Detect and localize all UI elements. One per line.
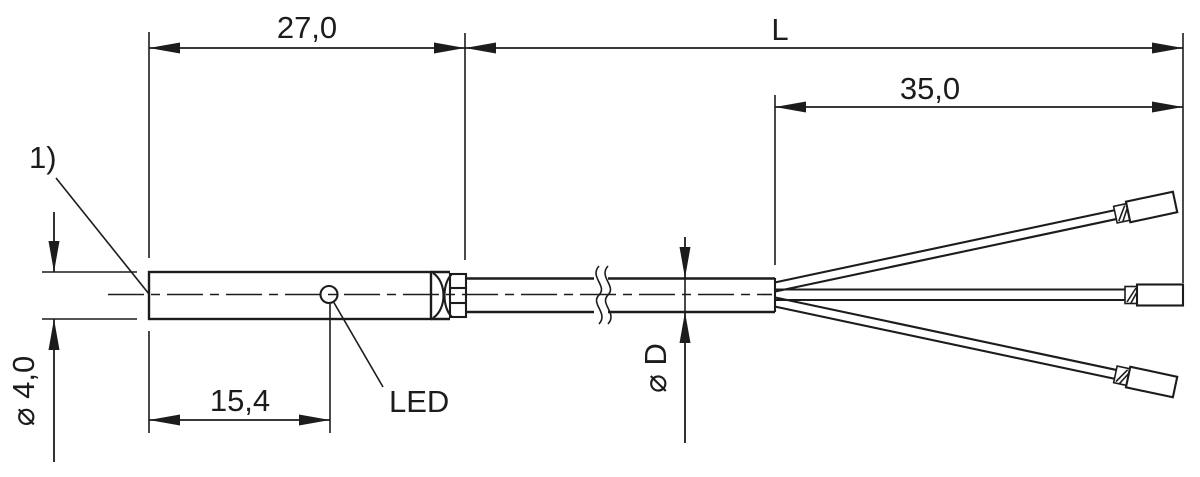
wire-middle xyxy=(775,283,1185,307)
sensor-housing xyxy=(147,270,468,321)
dim-wire-breakout: 35,0 xyxy=(775,71,1183,113)
dim-housing-length-label: 27,0 xyxy=(277,10,337,45)
wire-ferrule xyxy=(1124,365,1179,399)
footnote-marker-label: 1) xyxy=(29,140,57,175)
housing-barrel xyxy=(147,270,433,321)
wire-edge xyxy=(775,296,1117,371)
dim-wire-breakout-label: 35,0 xyxy=(900,71,960,106)
arrowhead-right xyxy=(299,414,330,426)
crimp-hatch xyxy=(1119,372,1130,384)
footnote-leader-line xyxy=(55,177,150,295)
dim-cable-length-label: L xyxy=(771,12,788,47)
arrowhead-left xyxy=(465,42,496,54)
dim-cable-diameter-label: ⌀ D xyxy=(638,343,673,393)
wire-ferrule xyxy=(1135,283,1185,307)
cable-break-curve-1 xyxy=(595,265,603,325)
crimp-hatch xyxy=(1122,207,1129,222)
arrowhead-right xyxy=(1152,101,1183,113)
arrowhead-top xyxy=(679,247,691,278)
wire-edge xyxy=(773,305,1115,380)
wire-top xyxy=(773,190,1179,293)
dim-housing-length: 27,0 xyxy=(149,10,465,54)
dim-housing-diameter-label: ⌀ 4,0 xyxy=(6,356,41,426)
knurl-arc-left xyxy=(432,272,445,319)
crimp-hatch xyxy=(1118,205,1126,222)
wire-ferrule xyxy=(1124,190,1179,224)
footnote-annotation: 1) xyxy=(29,140,150,295)
crimp-hatch xyxy=(1115,369,1129,383)
dim-housing-diameter: ⌀ 4,0 xyxy=(6,212,60,462)
dim-led-distance-label: 15,4 xyxy=(210,383,270,418)
arrowhead-right xyxy=(1152,42,1183,54)
wire-edge xyxy=(773,209,1115,284)
arrowhead-top xyxy=(48,241,60,272)
wire-edge xyxy=(775,218,1117,293)
led-indicator xyxy=(319,284,339,305)
arrowhead-left xyxy=(775,101,806,113)
dim-cable-diameter: ⌀ D xyxy=(638,237,691,443)
led-label: LED xyxy=(389,384,449,419)
dim-cable-length: L xyxy=(465,12,1183,54)
wire-bottom xyxy=(773,296,1179,399)
extension-lines xyxy=(42,32,1184,433)
arrowhead-bottom xyxy=(679,312,691,343)
arrowhead-left xyxy=(149,42,180,54)
led-leader-line xyxy=(332,300,384,388)
cable-break-curve-2 xyxy=(604,265,612,325)
arrowhead-right xyxy=(434,42,465,54)
led-annotation: LED xyxy=(332,300,449,419)
dim-led-distance: 15,4 xyxy=(149,383,330,426)
hex-gland xyxy=(448,272,468,319)
arrowhead-left xyxy=(149,414,180,426)
crimp-hatch xyxy=(1126,287,1137,303)
arrowhead-bottom xyxy=(48,319,60,350)
